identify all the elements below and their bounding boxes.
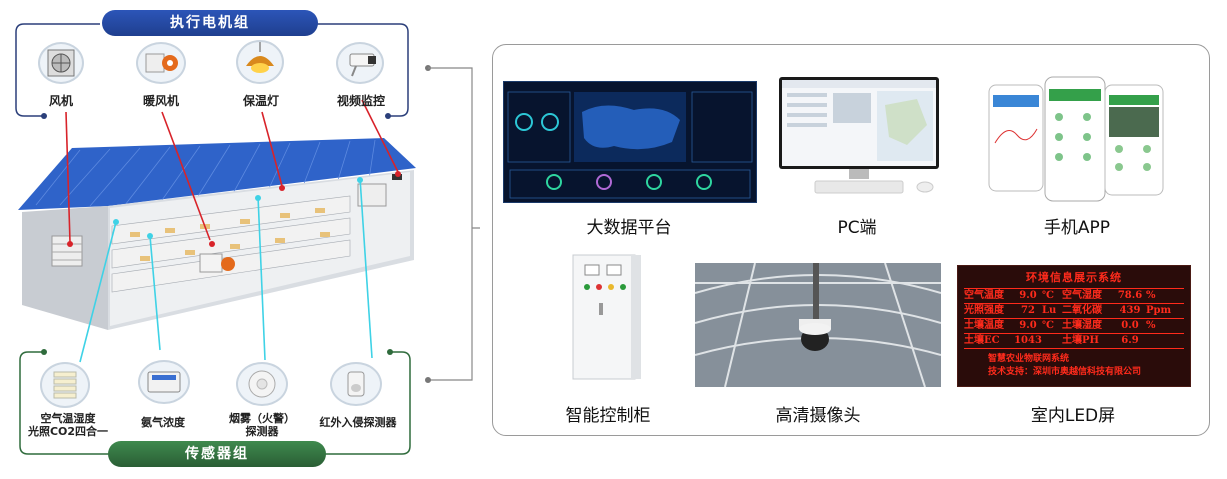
sensor-label-ammonia: 氨气浓度 [141, 416, 185, 429]
platform-label-led: 室内LED屏 [1030, 406, 1116, 426]
sensor-label-smoke: 烟雾（火警） 探测器 [229, 412, 295, 438]
motor-label-camera: 视频监控 [336, 94, 385, 108]
led-cell: 1043 [1014, 335, 1042, 346]
led-cell: % [1146, 290, 1156, 301]
led-cell: 6.9 [1121, 335, 1139, 346]
platform-label-camera: 高清摄像头 [775, 406, 861, 426]
cctv-camera-icon [336, 42, 384, 84]
barn-fan [51, 235, 83, 267]
led-display-icon: 环境信息展示系统 空气温度 9.0 ℃ 空气湿度 78.6% 光照强度 72 Lu 二氧化碳 43… [957, 265, 1191, 387]
led-cell: 78.6 [1117, 290, 1143, 301]
platform-label-pc: PC端 [837, 218, 877, 238]
led-row: 土壤EC 1043 土壤PH 6.9 [964, 334, 1184, 349]
desktop-computer-icon [777, 75, 943, 201]
weather-sensor-icon [40, 362, 90, 408]
led-footer-1: 智慧农业物联网系统 [988, 354, 1070, 364]
sensor-label-weather: 空气温湿度 光照CO2四合一 [27, 412, 109, 438]
led-cell [1042, 334, 1062, 348]
platform-panel: 大数据平台 PC端 手机APP [492, 44, 1210, 436]
sensor-label-infrared: 红外入侵探测器 [319, 416, 397, 429]
mobile-phones-icon [987, 73, 1167, 205]
sensor-group-title: 传感器组 [108, 441, 326, 467]
led-cell: Ppm [1146, 305, 1172, 316]
led-cell: 9.0 [1019, 290, 1037, 301]
barn-roof [18, 138, 416, 210]
heater-fan-icon [136, 42, 186, 84]
led-row: 空气温度 9.0 ℃ 空气湿度 78.6% [964, 289, 1184, 304]
smoke-detector-icon [236, 362, 288, 406]
led-cell: 土壤湿度 [1062, 320, 1102, 331]
dashboard-screen-icon [503, 81, 757, 203]
motor-label-heater: 暖风机 [142, 94, 179, 108]
led-cell: 72 [1021, 305, 1035, 316]
heat-lamp-icon [236, 40, 284, 84]
led-cell: ℃ [1042, 320, 1054, 331]
led-cell: 光照强度 [964, 305, 1004, 316]
led-cell: 9.0 [1019, 320, 1037, 331]
platform-label-cabinet: 智能控制柜 [565, 406, 651, 426]
led-cell: 土壤EC [964, 335, 1000, 346]
led-cell: % [1146, 320, 1156, 331]
exhaust-fan-icon [38, 42, 84, 84]
infrared-detector-icon [330, 362, 382, 406]
led-table: 空气温度 9.0 ℃ 空气湿度 78.6% 光照强度 72 Lu 二氧化碳 439 Ppm 土壤温度 9… [964, 288, 1184, 349]
ammonia-sensor-icon [138, 360, 190, 404]
connection-lines [15, 23, 480, 455]
motor-label-fan: 风机 [48, 94, 73, 108]
led-cell: 439 [1119, 305, 1141, 316]
motor-group-title: 执行电机组 [102, 10, 318, 36]
platform-label-dashboard: 大数据平台 [586, 218, 672, 238]
led-cell: Lu [1042, 305, 1057, 316]
led-cell: 空气温度 [964, 290, 1004, 301]
motor-label-lamp: 保温灯 [242, 94, 279, 108]
led-cell: 土壤PH [1062, 335, 1099, 346]
led-row: 光照强度 72 Lu 二氧化碳 439 Ppm [964, 304, 1184, 319]
led-title: 环境信息展示系统 [1026, 271, 1122, 284]
led-cell: 二氧化碳 [1062, 305, 1102, 316]
led-cell: 空气湿度 [1062, 290, 1102, 301]
led-row: 土壤温度 9.0 ℃ 土壤湿度 0.0% [964, 319, 1184, 334]
led-cell: 0.0 [1121, 320, 1139, 331]
led-cell: 土壤温度 [964, 320, 1004, 331]
platform-label-app: 手机APP [1043, 218, 1111, 238]
led-cell [1146, 334, 1174, 348]
control-cabinet-icon [569, 253, 645, 383]
dome-camera-icon [694, 262, 942, 388]
led-cell: ℃ [1042, 290, 1054, 301]
led-footer-2: 技术支持：深圳市奥越信科技有限公司 [988, 367, 1142, 377]
